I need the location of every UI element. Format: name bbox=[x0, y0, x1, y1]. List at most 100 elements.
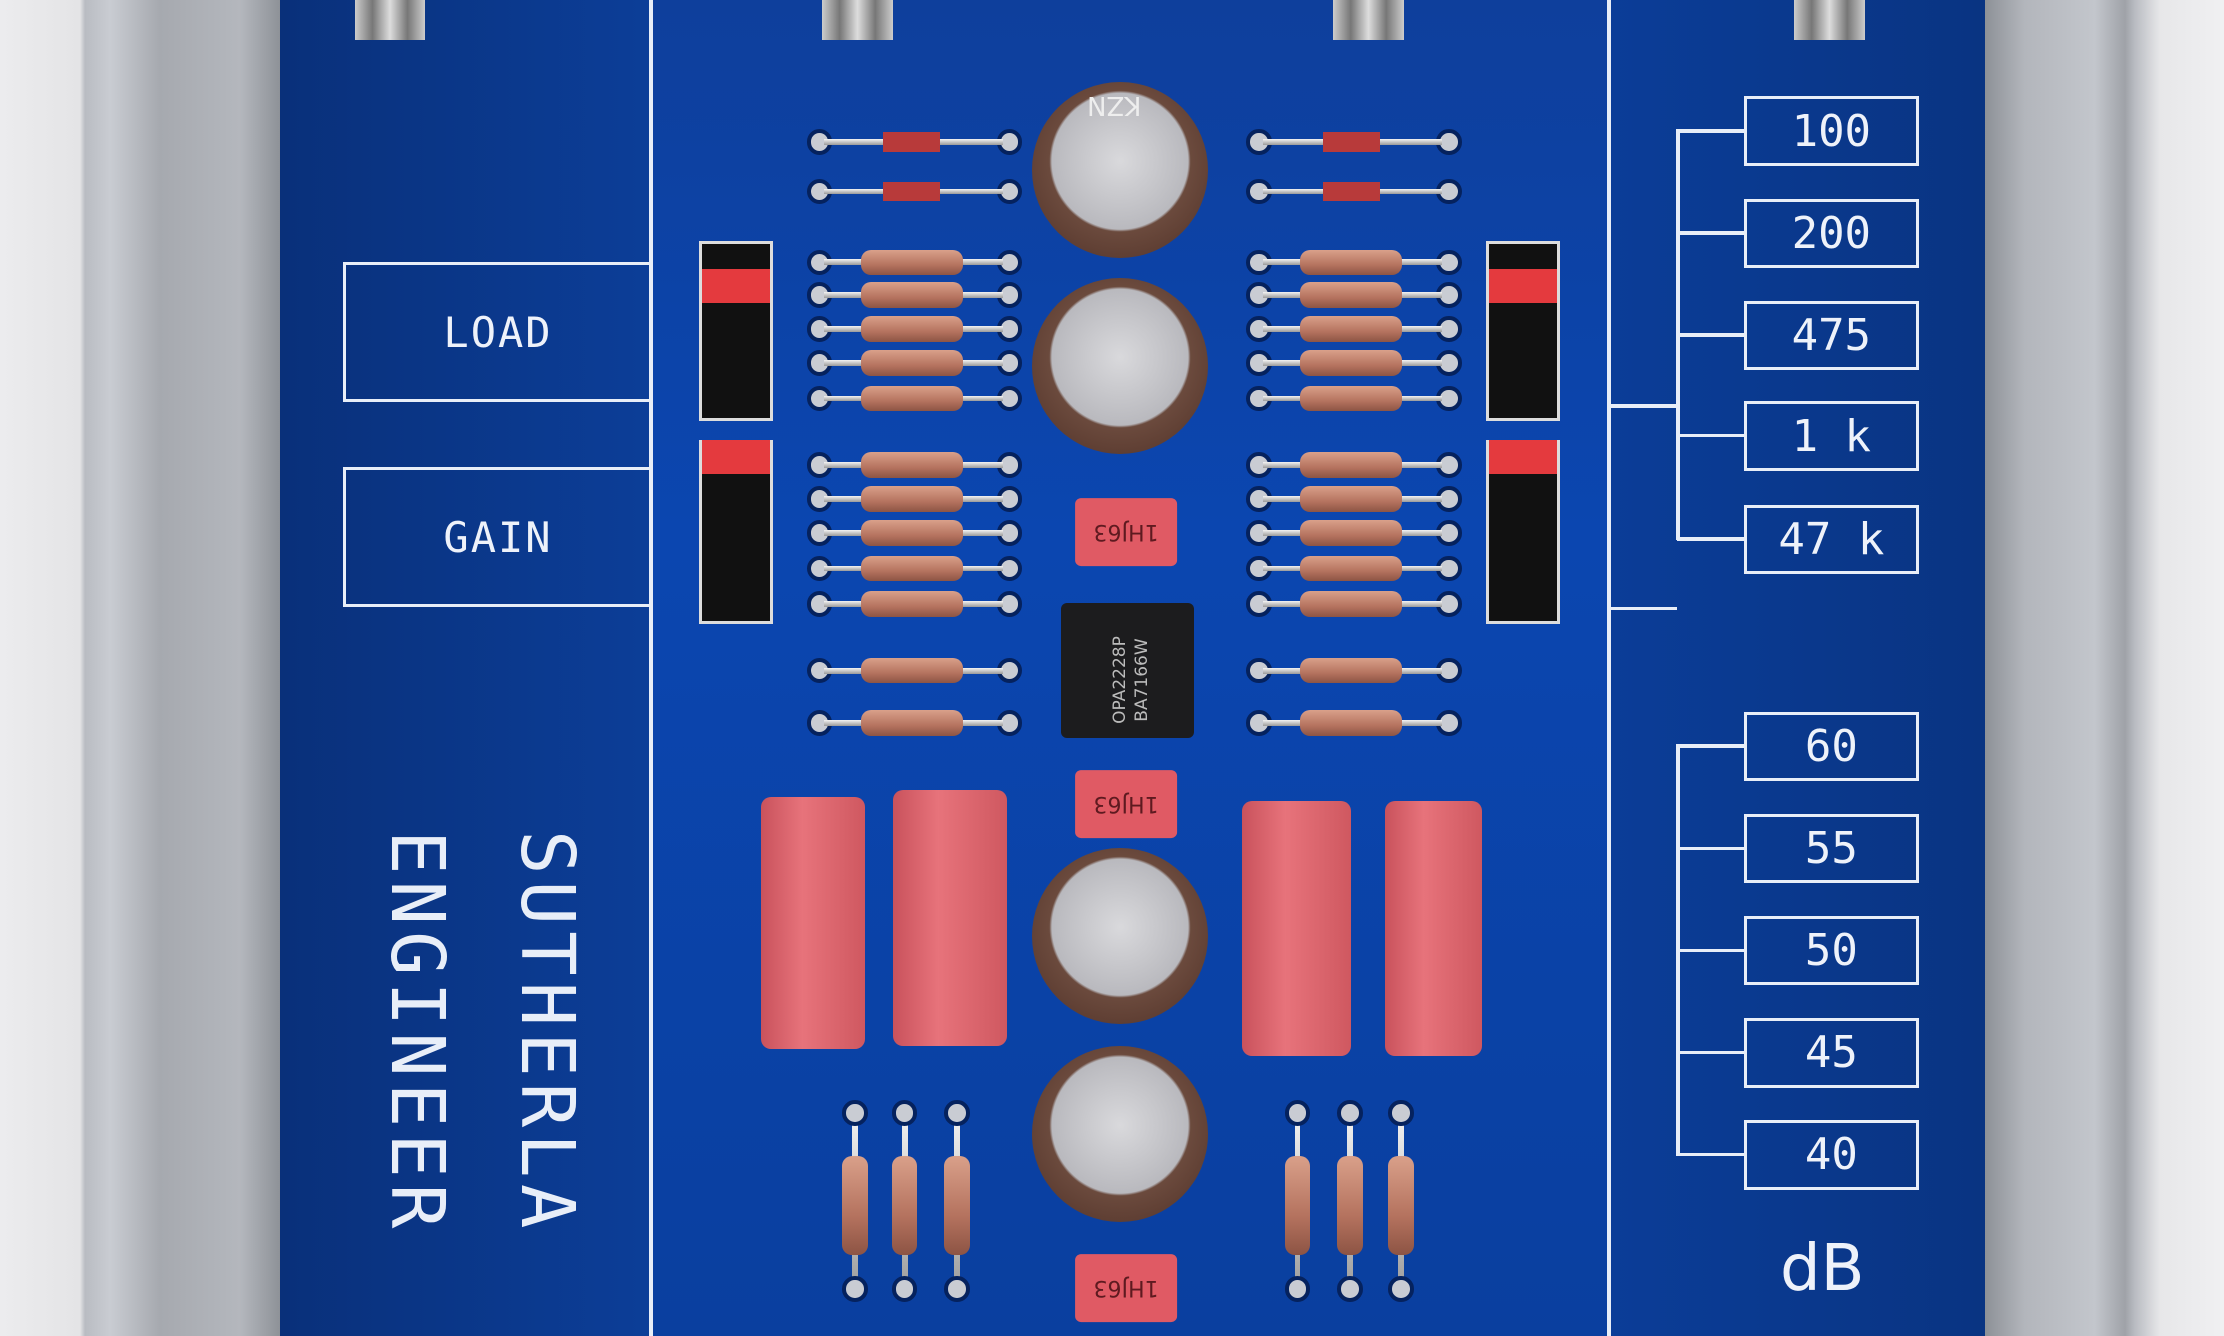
silk-bracket-tick bbox=[1677, 1152, 1745, 1157]
gain-unit-label: dB bbox=[1780, 1232, 1865, 1306]
solder-pad bbox=[1246, 178, 1272, 205]
silk-divider-right bbox=[1607, 0, 1611, 1336]
opamp-ic-chip: OPA2228P BA7166W bbox=[1061, 603, 1194, 738]
silk-bracket-tick bbox=[1677, 231, 1745, 235]
resistor bbox=[1300, 555, 1403, 582]
brand-text-line2: ENGINEER bbox=[374, 830, 460, 1235]
solder-pad bbox=[1388, 1100, 1414, 1126]
load-value-box: 47 k bbox=[1744, 504, 1919, 575]
resistor bbox=[1300, 385, 1403, 412]
electrolytic-capacitor: KZN bbox=[1032, 82, 1209, 259]
load-value-box: 100 bbox=[1744, 96, 1919, 166]
silk-bracket-tick bbox=[1677, 333, 1745, 337]
film-capacitor bbox=[893, 789, 1007, 1047]
resistor bbox=[891, 1155, 918, 1255]
jumper-shunt bbox=[1488, 269, 1557, 304]
resistor bbox=[860, 282, 963, 308]
small-film-capacitor: 1HJ63 bbox=[1074, 769, 1177, 839]
load-value-box: 475 bbox=[1744, 300, 1919, 371]
chassis-right-wall bbox=[1985, 0, 2224, 1336]
resistor bbox=[860, 385, 963, 412]
gain-value-box: 45 bbox=[1744, 1018, 1919, 1088]
film-capacitor bbox=[761, 796, 865, 1050]
silk-bracket-tick bbox=[1677, 433, 1745, 438]
gain-value-box: 40 bbox=[1744, 1120, 1919, 1190]
resistor bbox=[860, 520, 963, 546]
solder-pad bbox=[842, 1100, 868, 1126]
resistor bbox=[860, 316, 963, 342]
solder-pad bbox=[1337, 1100, 1363, 1126]
jumper-shunt bbox=[1488, 439, 1557, 474]
silk-bracket-tick bbox=[1677, 846, 1745, 851]
ic-marking-line2: BA7166W bbox=[1132, 638, 1152, 722]
ecap-marking: KZN bbox=[1087, 90, 1142, 121]
diode bbox=[883, 181, 941, 202]
solder-pad bbox=[1436, 657, 1462, 684]
resistor bbox=[860, 486, 963, 512]
board-left-panel bbox=[280, 0, 651, 1336]
connector-pins bbox=[1793, 0, 1865, 40]
electrolytic-capacitor bbox=[1032, 847, 1209, 1024]
chassis-left-wall bbox=[0, 0, 280, 1336]
solder-pad bbox=[944, 1100, 970, 1126]
resistor bbox=[1300, 350, 1403, 376]
solder-pad bbox=[891, 1276, 918, 1302]
jumper-shunt bbox=[701, 269, 770, 304]
silk-bracket-tick bbox=[1677, 1050, 1745, 1055]
silk-bracket-tick bbox=[1677, 537, 1745, 541]
gain-value-box: 60 bbox=[1744, 711, 1919, 782]
resistor bbox=[860, 657, 963, 684]
resistor bbox=[944, 1155, 970, 1255]
resistor bbox=[1300, 249, 1403, 276]
connector-pins bbox=[822, 0, 894, 40]
solder-pad bbox=[1284, 1100, 1311, 1126]
ic-marking-line1: OPA2228P bbox=[1110, 636, 1130, 724]
silk-bracket-join bbox=[1610, 606, 1678, 611]
brand-text-line1: SUTHERLA bbox=[504, 830, 590, 1235]
film-capacitor bbox=[1242, 801, 1352, 1057]
diode bbox=[1322, 131, 1380, 152]
load-label: LOAD bbox=[343, 262, 653, 402]
resistor bbox=[1300, 316, 1403, 342]
solder-pad bbox=[842, 1276, 868, 1302]
diode bbox=[1322, 181, 1380, 202]
connector-pins bbox=[354, 0, 426, 40]
jumper-shunt bbox=[701, 439, 770, 474]
electrolytic-capacitor bbox=[1032, 277, 1209, 454]
resistor bbox=[842, 1155, 868, 1255]
resistor bbox=[1300, 452, 1403, 478]
silk-bracket-tick bbox=[1677, 744, 1745, 748]
resistor bbox=[1300, 710, 1403, 736]
resistor bbox=[860, 249, 963, 276]
gain-value-box: 50 bbox=[1744, 916, 1919, 986]
resistor bbox=[1388, 1155, 1414, 1255]
solder-pad bbox=[944, 1276, 970, 1302]
gain-label: GAIN bbox=[343, 467, 653, 607]
resistor bbox=[860, 452, 963, 478]
solder-pad bbox=[891, 1100, 918, 1126]
small-film-capacitor: 1HJ63 bbox=[1074, 1253, 1177, 1322]
resistor bbox=[1300, 591, 1403, 617]
load-value-box: 200 bbox=[1744, 198, 1919, 268]
connector-pins bbox=[1332, 0, 1404, 40]
diode bbox=[883, 131, 941, 152]
solder-pad bbox=[1388, 1276, 1414, 1302]
resistor bbox=[1300, 520, 1403, 546]
solder-pad bbox=[1246, 555, 1272, 582]
silk-bracket-join bbox=[1610, 404, 1678, 408]
resistor bbox=[860, 591, 963, 617]
silk-bracket-line bbox=[1676, 129, 1680, 541]
resistor bbox=[860, 555, 963, 582]
solder-pad bbox=[1337, 1276, 1363, 1302]
silk-divider-left bbox=[649, 0, 653, 1336]
resistor bbox=[1284, 1155, 1311, 1255]
pin-header bbox=[1486, 241, 1560, 422]
resistor bbox=[860, 350, 963, 376]
solder-pad bbox=[1284, 1276, 1311, 1302]
resistor bbox=[1300, 486, 1403, 512]
board-right-panel bbox=[1609, 0, 1985, 1336]
resistor bbox=[1300, 657, 1403, 684]
film-capacitor bbox=[1385, 801, 1482, 1057]
electrolytic-capacitor bbox=[1032, 1046, 1209, 1223]
